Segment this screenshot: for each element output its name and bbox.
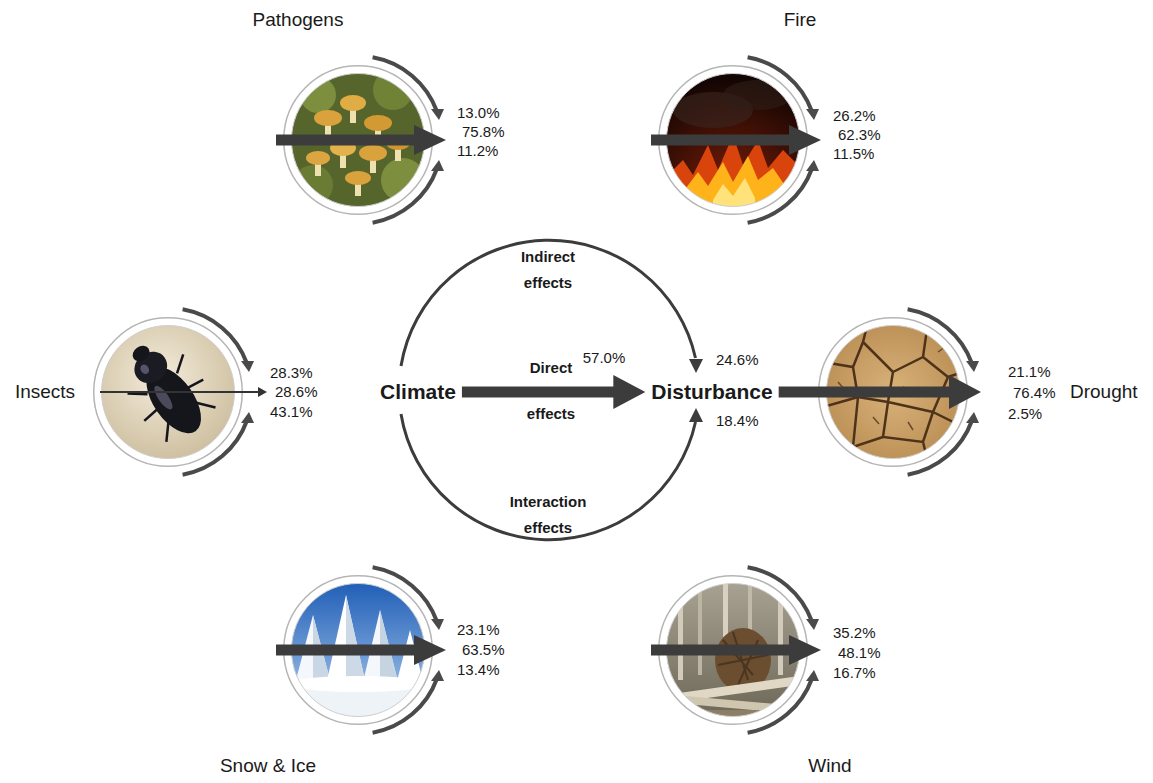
effect-arrow — [779, 375, 981, 409]
share-percent: 2.5% — [1008, 405, 1042, 423]
agent-name: Insects — [15, 381, 75, 404]
disturbance-agent: Fire 26.2%62.3%11.5% — [640, 5, 900, 230]
share-percent: 35.2% — [833, 624, 876, 642]
share-percent: 57.0% — [583, 349, 626, 367]
agent-name: Pathogens — [253, 9, 344, 32]
disturbance-agent: Pathogens 13.0%75.8%11.2% — [250, 5, 520, 230]
process-term: Disturbance — [651, 379, 772, 404]
share-percent: 28.3% — [270, 364, 313, 382]
pathogens-picture — [276, 57, 446, 222]
agent-name: Snow & Ice — [220, 755, 316, 778]
share-percent: 16.7% — [833, 664, 876, 682]
share-percent: 11.2% — [457, 142, 498, 160]
share-percent: 11.5% — [833, 145, 874, 163]
share-percent: 13.0% — [457, 104, 500, 122]
agent-name: Fire — [784, 9, 817, 32]
share-percent: 23.1% — [457, 621, 500, 639]
share-percent: 13.4% — [457, 661, 500, 679]
disturbance-agent: Snow & Ice23.1%63.5%13.4% — [250, 555, 520, 780]
arrow-head — [613, 375, 645, 409]
share-percent: 26.2% — [833, 107, 876, 125]
share-percent: 43.1% — [270, 403, 313, 421]
effect-label: Direct — [530, 359, 573, 377]
effect-arrow — [462, 375, 645, 409]
disturbance-agent: Drought 21.1% 76.4% 2.5% — [800, 300, 1150, 485]
effect-label: effects — [527, 405, 575, 423]
arrow-head — [949, 375, 981, 409]
share-percent: 76.4% — [1013, 384, 1056, 402]
disturbance-agent: Wind 35.2% 48.1% 16.7% — [640, 555, 900, 780]
snow-picture — [276, 567, 446, 732]
wind-picture — [651, 567, 821, 732]
share-percent: 18.4% — [716, 412, 759, 430]
fire-picture — [651, 57, 821, 222]
share-percent: 48.1% — [838, 644, 881, 662]
term-label: Disturbance — [651, 379, 772, 404]
share-percent: 24.6% — [716, 351, 759, 369]
share-percent: 62.3% — [838, 126, 881, 144]
agent-name: Wind — [808, 755, 851, 778]
share-percent: 63.5% — [462, 641, 505, 659]
effect-label: Indirect effects — [501, 244, 596, 296]
agent-name: Drought — [1070, 381, 1138, 404]
effect-label: Interaction effects — [493, 489, 603, 541]
term-label: Climate — [380, 379, 456, 404]
disturbance-agent: Insects 28.3%28.6% 43.1% — [5, 300, 325, 485]
process-term: Climate — [380, 379, 456, 404]
connector-shaft — [462, 387, 615, 398]
share-percent: 28.6% — [275, 383, 318, 401]
share-percent: 75.8% — [462, 123, 505, 141]
connector-shaft — [779, 387, 951, 398]
insects-picture — [94, 309, 267, 474]
share-percent: 21.1% — [1008, 363, 1051, 381]
